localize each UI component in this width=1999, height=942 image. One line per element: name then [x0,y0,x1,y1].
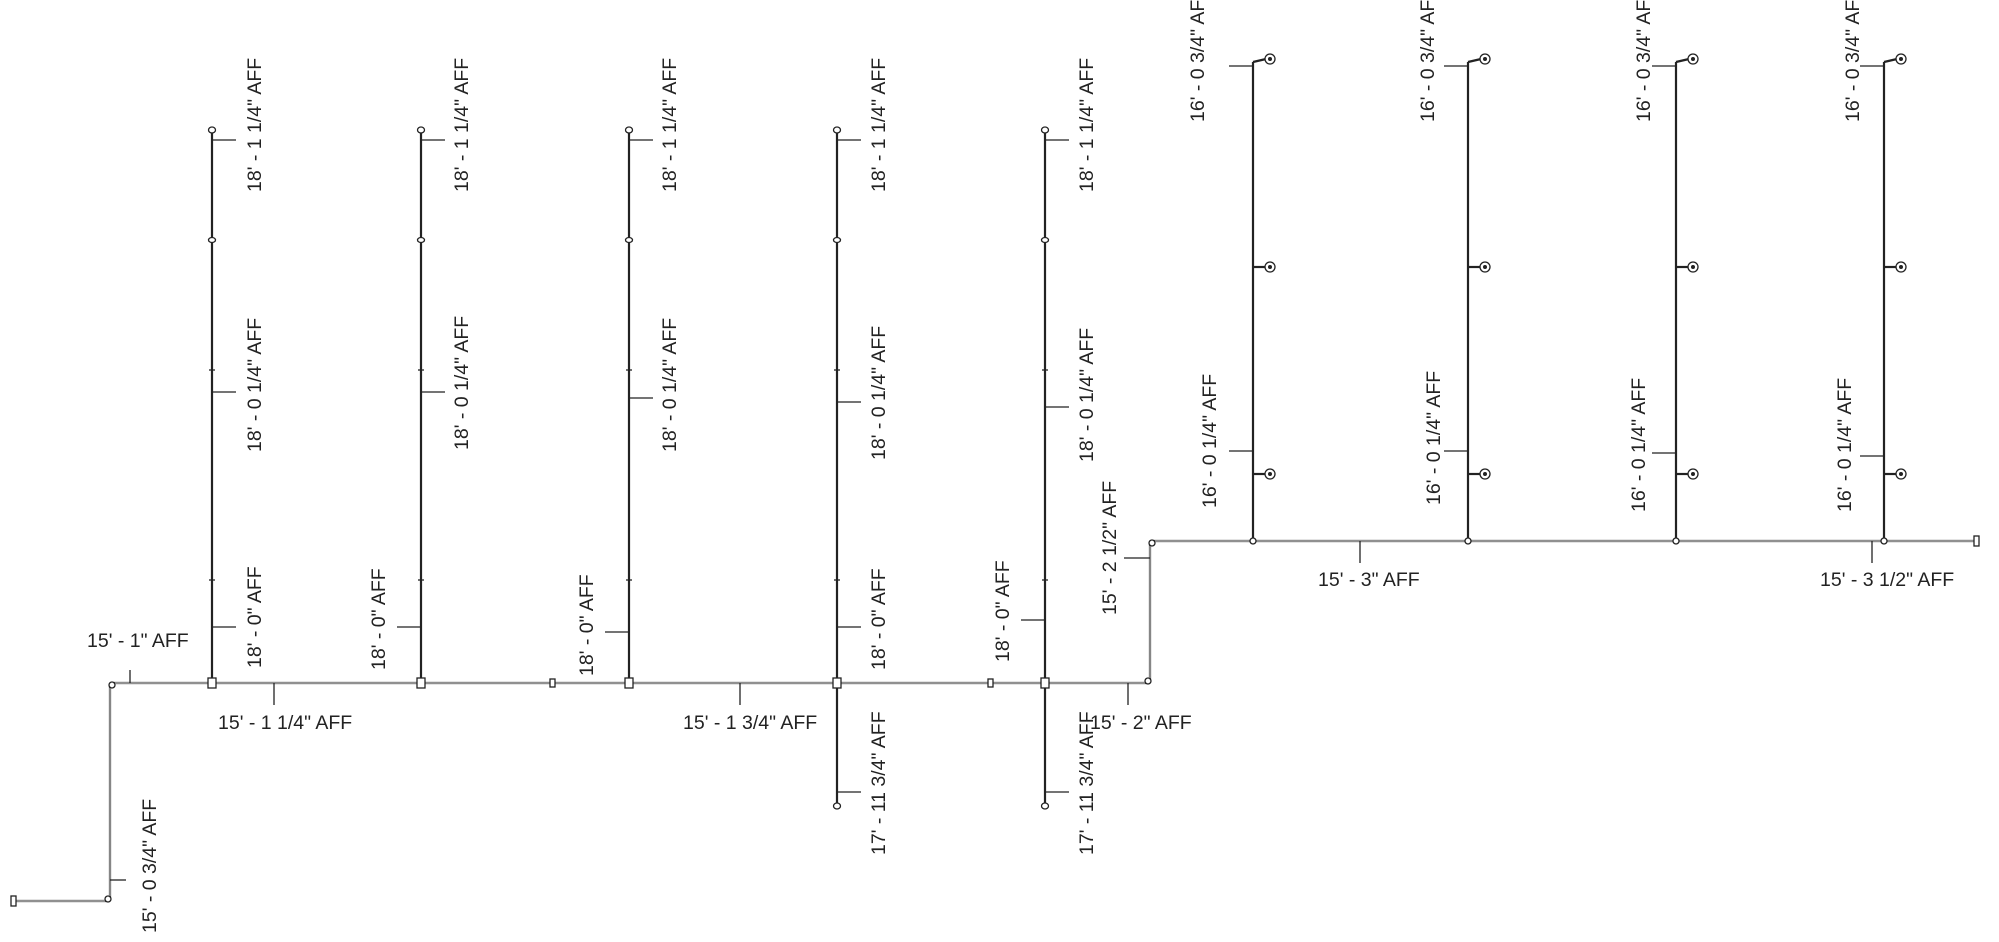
tee-fitting [1464,537,1472,545]
coupling [416,236,426,244]
sprinkler-head [416,126,426,134]
label-u2-top: 16' - 0 3/4" AFF [1417,0,1439,122]
label-main-right: 15' - 2" AFF [1090,712,1192,734]
coupling [1040,236,1050,244]
elbow-fitting [1148,539,1156,547]
label-u3-top: 16' - 0 3/4" AFF [1633,0,1655,122]
fittings [10,535,1980,907]
leader-lines [110,65,1884,881]
label-b3-top: 18' - 1 1/4" AFF [659,58,681,192]
lower-branch-lines [210,130,1047,806]
label-b4-mid: 18' - 0 1/4" AFF [868,326,890,460]
sprinkler-head [624,126,634,134]
label-b1-mid: 18' - 0 1/4" AFF [244,318,266,452]
label-b5-low: 18' - 0" AFF [992,560,1014,662]
lower-sprinkler-heads [207,126,1050,810]
coupling [549,678,556,688]
tee-fitting [624,677,634,689]
label-b4-top: 18' - 1 1/4" AFF [868,58,890,192]
label-b2-top: 18' - 1 1/4" AFF [451,58,473,192]
sprinkler-head [832,126,842,134]
sprinkler-head [207,126,217,134]
coupling [987,678,994,688]
coupling [207,236,217,244]
tee-fitting [416,677,426,689]
label-b5-down: 17' - 11 3/4" AFF [1076,711,1098,855]
pipe-network [14,62,1976,903]
label-b3-low: 18' - 0" AFF [576,574,598,676]
label-b5-mid: 18' - 0 1/4" AFF [1076,328,1098,462]
coupling [624,236,634,244]
upper-branch-lines [1251,62,1886,541]
cross-fitting [832,677,842,689]
label-main-mid: 15' - 1 3/4" AFF [683,712,817,734]
label-main-left: 15' - 1 1/4" AFF [218,712,352,734]
elbow-fitting [108,681,116,689]
label-b3-mid: 18' - 0 1/4" AFF [659,318,681,452]
coupling [832,236,842,244]
label-u1-top: 16' - 0 3/4" AFF [1187,0,1209,122]
tee-fitting [1249,537,1257,545]
sprinkler-head [1040,126,1050,134]
label-b2-low: 18' - 0" AFF [368,568,390,670]
label-u4-low: 16' - 0 1/4" AFF [1834,378,1856,512]
elbow-fitting [104,895,112,903]
tee-fitting [1672,537,1680,545]
cross-fitting [1040,677,1050,689]
inlet-cap [10,895,17,907]
label-u4-top: 16' - 0 3/4" AFF [1842,0,1864,122]
tee-fitting [1880,537,1888,545]
upper-sprinkler-heads [1252,53,1907,480]
tee-fitting [207,677,217,689]
label-b2-mid: 18' - 0 1/4" AFF [451,316,473,450]
label-b4-down: 17' - 11 3/4" AFF [868,711,890,855]
label-inlet-riser: 15' - 0 3/4" AFF [139,799,161,933]
label-u1-low: 16' - 0 1/4" AFF [1199,374,1221,508]
label-upper-riser: 15' - 2 1/2" AFF [1099,481,1121,615]
elevation-labels: 15' - 1" AFF 15' - 1 1/4" AFF 15' - 1 3/… [87,0,1954,933]
label-b4-low: 18' - 0" AFF [868,568,890,670]
label-upper-main-left: 15' - 3" AFF [1318,569,1420,591]
label-u3-low: 16' - 0 1/4" AFF [1628,378,1650,512]
label-main-corner: 15' - 1" AFF [87,630,189,652]
label-b1-top: 18' - 1 1/4" AFF [244,58,266,192]
sprinkler-head [832,802,842,810]
elbow-fitting [1144,677,1152,685]
label-b5-top: 18' - 1 1/4" AFF [1076,58,1098,192]
label-u2-low: 16' - 0 1/4" AFF [1423,371,1445,505]
end-cap [1973,535,1980,547]
label-b1-low: 18' - 0" AFF [244,566,266,668]
sprinkler-head [1040,802,1050,810]
label-upper-main-right: 15' - 3 1/2" AFF [1820,569,1954,591]
